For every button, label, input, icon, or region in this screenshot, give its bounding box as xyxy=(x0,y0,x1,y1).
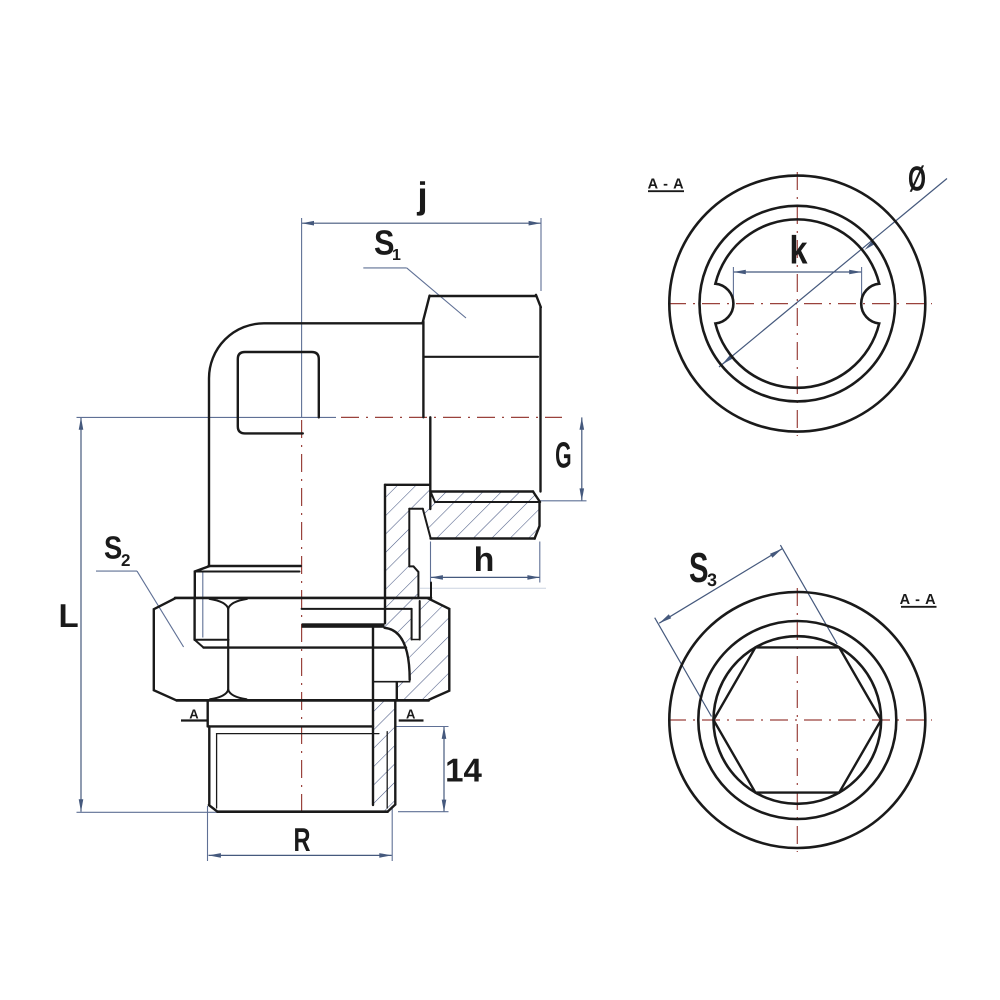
svg-text:S: S xyxy=(689,544,709,591)
svg-text:R: R xyxy=(294,821,311,858)
svg-text:A - A: A - A xyxy=(900,592,937,608)
svg-text:A: A xyxy=(406,707,416,722)
svg-text:14: 14 xyxy=(445,752,482,789)
svg-text:G: G xyxy=(555,435,572,476)
svg-text:2: 2 xyxy=(121,551,130,570)
svg-text:S: S xyxy=(104,530,122,566)
svg-text:S: S xyxy=(374,224,395,263)
svg-text:1: 1 xyxy=(392,247,401,264)
svg-text:3: 3 xyxy=(707,570,717,590)
svg-text:Ø: Ø xyxy=(908,160,926,199)
svg-text:h: h xyxy=(474,541,495,579)
svg-text:L: L xyxy=(59,597,79,634)
svg-text:j: j xyxy=(416,175,427,216)
svg-text:k: k xyxy=(790,229,808,273)
svg-text:A - A: A - A xyxy=(648,176,685,192)
svg-text:A: A xyxy=(189,707,199,722)
